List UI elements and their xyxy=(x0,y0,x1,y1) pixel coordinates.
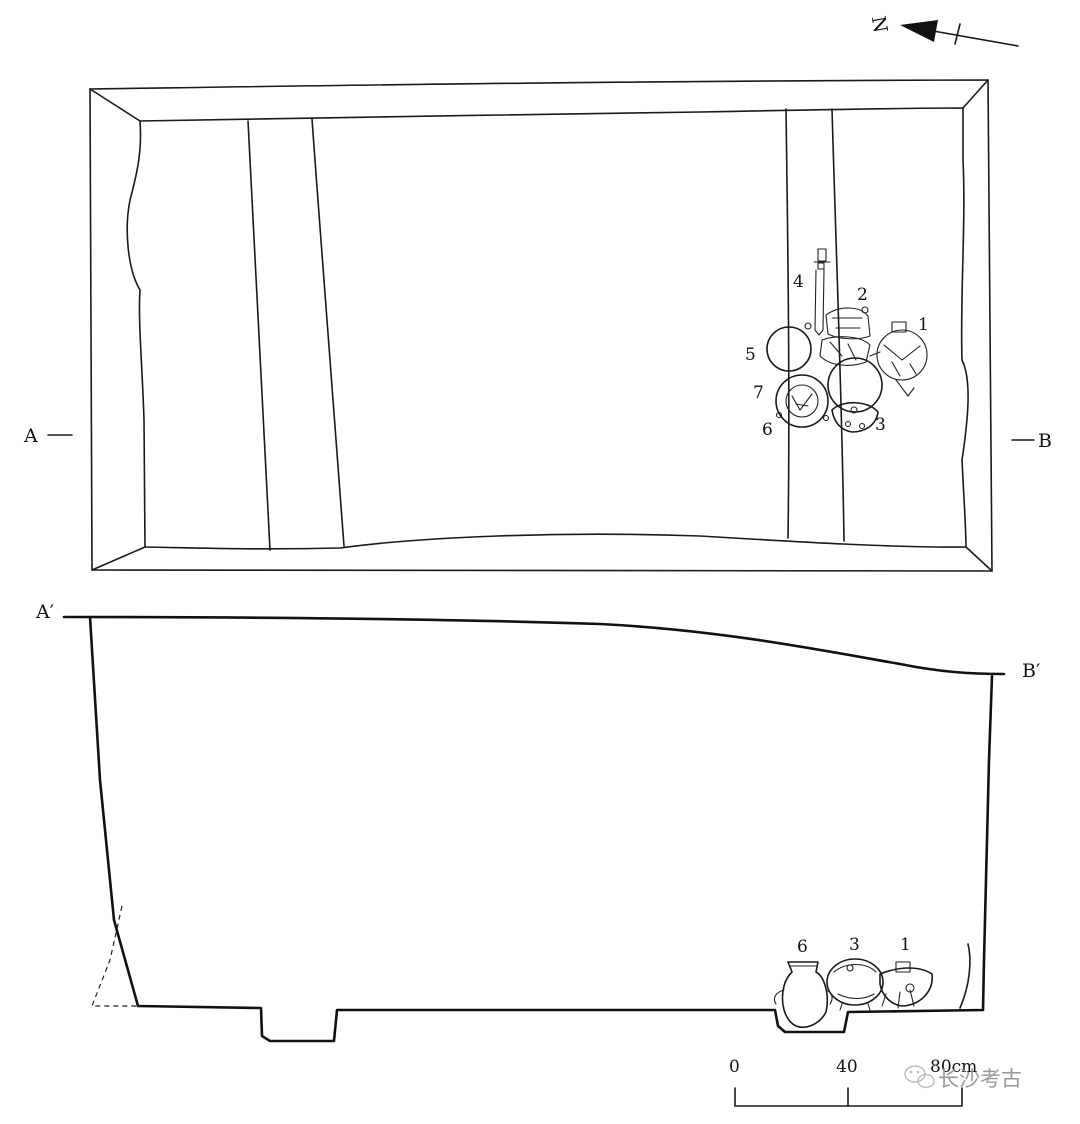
plan-number-6: 6 xyxy=(762,420,773,440)
sleeper-trench-line xyxy=(831,108,845,542)
north-arrow-head xyxy=(900,20,938,42)
artifact-3-dui xyxy=(827,357,883,433)
artifact-5-jar xyxy=(766,326,812,372)
plan-number-7: 7 xyxy=(753,383,764,403)
corner-bevel xyxy=(91,546,146,571)
section-pit-outline xyxy=(88,615,994,1043)
corner-bevel xyxy=(89,88,141,122)
artifact-1-ding xyxy=(869,321,928,397)
plan-number-2: 2 xyxy=(857,285,868,305)
plan-inner-edge xyxy=(126,107,969,550)
section-recess-line xyxy=(959,943,971,1009)
section-label-a-prime: A′ xyxy=(35,601,54,623)
plan-artifacts: 4 2 1 5 7 6 3 xyxy=(745,248,929,440)
section-dashed-recess xyxy=(91,905,138,1007)
section-marker-a: A xyxy=(23,425,38,447)
artifact-7-hu xyxy=(775,374,830,428)
plan-number-3: 3 xyxy=(875,415,886,435)
section-artifacts: 6 3 1 xyxy=(773,935,933,1028)
artifact-2-pot xyxy=(804,306,871,366)
corner-bevel xyxy=(962,79,989,109)
sleeper-trench-line xyxy=(247,120,271,551)
scale-bar: 0 40 80cm xyxy=(729,1057,977,1107)
section-artifact-6-hu xyxy=(773,961,833,1028)
section-label-b-prime: B′ xyxy=(1022,660,1040,682)
watermark-text: 长沙考古 xyxy=(938,1067,1022,1091)
wechat-icon xyxy=(904,1065,935,1089)
section-number-6: 6 xyxy=(797,937,808,957)
section-number-3: 3 xyxy=(849,935,860,955)
scale-tick-40: 40 xyxy=(836,1057,858,1077)
plan-view: A B xyxy=(23,79,1052,573)
scale-tick-0: 0 xyxy=(729,1057,740,1077)
section-ground-line xyxy=(62,615,1006,676)
section-artifact-1-ding xyxy=(879,961,933,1009)
north-arrow: N xyxy=(867,14,1019,47)
section-number-1: 1 xyxy=(900,935,911,955)
plan-number-4: 4 xyxy=(793,272,804,292)
plan-number-5: 5 xyxy=(745,345,756,365)
sleeper-trench-line xyxy=(311,118,345,547)
sleeper-trench-line xyxy=(785,108,790,539)
watermark: 长沙考古 xyxy=(904,1065,1022,1091)
north-label: N xyxy=(867,14,892,34)
north-arrow-crossbar xyxy=(954,23,961,45)
plan-number-1: 1 xyxy=(918,315,929,335)
section-marker-b: B xyxy=(1038,430,1052,452)
scale-tick-80: 80cm xyxy=(930,1057,977,1077)
section-artifact-3-dui xyxy=(826,958,884,1011)
artifact-4-sword xyxy=(813,248,831,336)
section-view: A′ B′ 6 3 xyxy=(35,601,1040,1043)
plan-outer-edge xyxy=(89,79,993,573)
corner-bevel xyxy=(965,546,993,572)
